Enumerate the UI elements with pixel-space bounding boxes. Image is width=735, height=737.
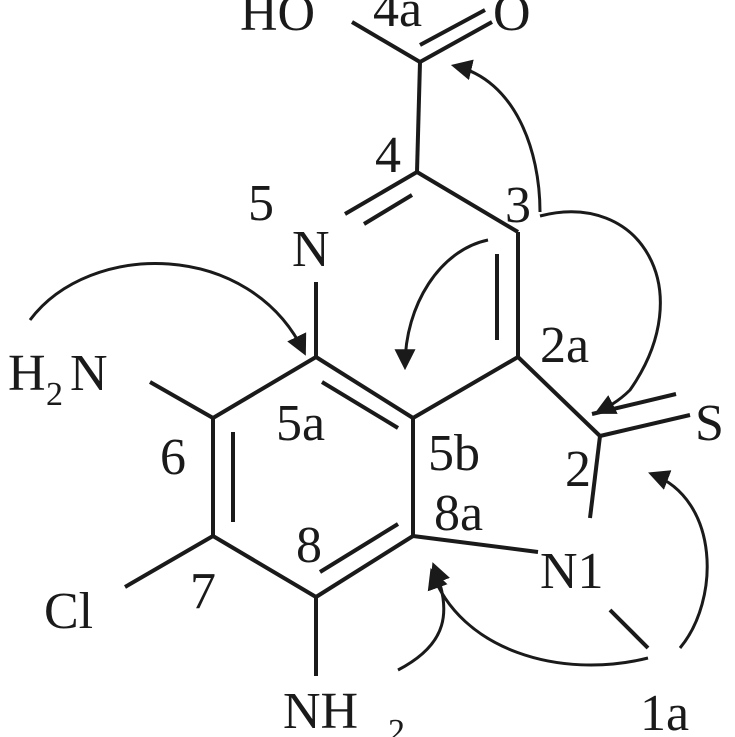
arrow-h3-to-c5b: [394, 238, 489, 371]
bond-c4a-c4: [415, 61, 422, 173]
bond-c2-s-double: [591, 392, 677, 416]
atom-h2n-n: N: [70, 345, 108, 402]
bond-c2-s: [599, 413, 691, 438]
atom-cl: Cl: [44, 583, 93, 640]
atom-nh2-sub: 2: [388, 713, 405, 737]
bond-c8-c8a: [314, 534, 415, 599]
bonds: [123, 8, 691, 676]
bond-c7-c8: [211, 534, 318, 599]
pos-2a: 2a: [540, 317, 589, 374]
arrow-h1a-to-c8a: [427, 568, 649, 667]
pos-7: 7: [190, 563, 216, 620]
correlation-arrows: [28, 59, 709, 672]
arrow-nh2-to-c5a: [28, 262, 307, 356]
pos-8: 8: [296, 517, 322, 574]
bond-ho-c4a: [350, 20, 422, 64]
pos-6: 6: [160, 429, 186, 486]
bond-c5a-c5b: [314, 355, 415, 420]
bond-c6-nh2: [149, 380, 214, 420]
bond-c4-c3: [415, 170, 520, 234]
bond-c4-n5-double: [362, 193, 414, 226]
bond-c8-c8a-double: [318, 522, 400, 574]
atom-o: O: [493, 0, 531, 42]
arrow-h3-to-c4a: [450, 59, 542, 213]
bond-c2a-c5b: [411, 355, 520, 420]
pos-4: 4: [375, 127, 401, 184]
arrow-nh2-to-c8a: [397, 562, 450, 672]
bond-c7-cl: [123, 534, 215, 589]
pos-4a: 4a: [373, 0, 422, 38]
arrow-h3-to-c2: [539, 210, 662, 414]
pos-8a: 8a: [434, 485, 483, 542]
atom-h2n-h: H: [8, 345, 46, 402]
pos-3: 3: [505, 177, 531, 234]
bond-c8a-n1: [412, 534, 539, 554]
atom-n1: N1: [540, 543, 604, 600]
bond-c5a-c5b-double: [320, 380, 400, 430]
atom-labels: HO O N H 2 N S N1 Cl NH 2: [8, 0, 724, 737]
pos-5a: 5a: [276, 395, 325, 452]
atom-ho: HO: [240, 0, 315, 42]
atom-n5: N: [292, 221, 330, 278]
pos-2: 2: [565, 441, 591, 498]
pos-1a: 1a: [640, 685, 689, 737]
pos-5b: 5b: [428, 425, 480, 482]
arrow-h1a-to-c2: [648, 470, 709, 649]
bond-c2-n1: [588, 435, 602, 519]
bond-c4a-o: [419, 20, 493, 64]
bond-c5a-c6: [211, 355, 318, 420]
atom-h2n-sub: 2: [46, 376, 63, 413]
bond-c2a-c2: [516, 355, 602, 438]
bond-c4-n5: [343, 170, 419, 216]
bond-n1-c1a: [608, 608, 650, 650]
position-labels: 4a 4 5 3 2a 5a 5b 6 2 8a 8 7 1a: [160, 0, 689, 737]
bond-c4a-o-double: [419, 8, 486, 47]
atom-nh2-nh: NH: [283, 683, 358, 737]
pos-5: 5: [248, 175, 274, 232]
atom-s: S: [695, 395, 724, 452]
